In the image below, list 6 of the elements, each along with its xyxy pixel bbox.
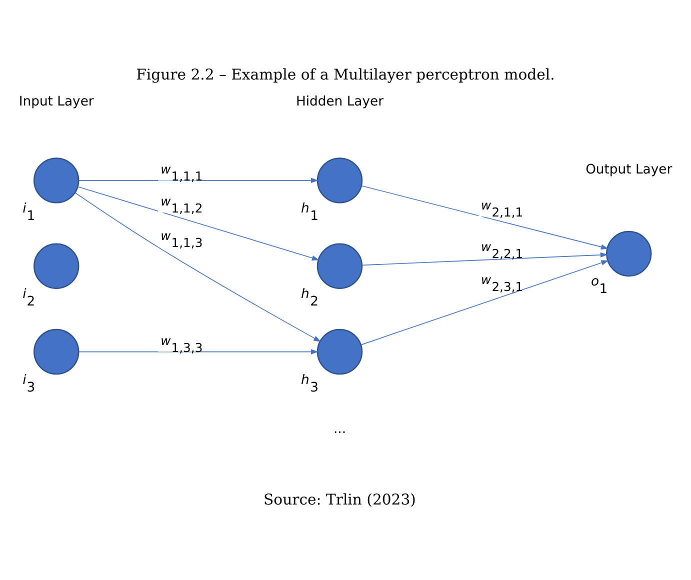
label: Output Layer	[586, 162, 672, 178]
label: ...	[333, 422, 346, 438]
caption: Source: Trlin (2023)	[264, 492, 416, 508]
label: Input Layer	[18, 94, 94, 110]
diagram-title: Figure 2.2 – Example of a Multilayer perceptron model.	[136, 66, 555, 84]
label: Hidden Layer	[296, 94, 384, 110]
